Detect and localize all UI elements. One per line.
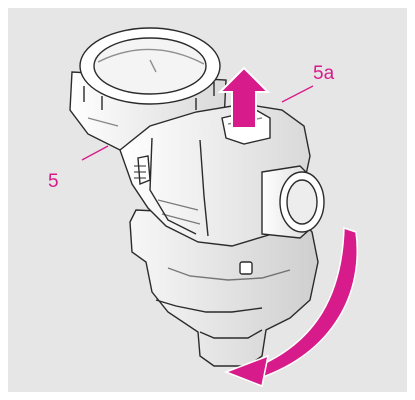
up-arrow-icon — [217, 66, 271, 129]
rotate-arrow-icon — [223, 226, 358, 388]
leader-line-5 — [81, 145, 109, 161]
leader-line-5a — [281, 85, 314, 103]
leader-lines — [81, 85, 314, 161]
outlet-nozzle — [261, 165, 325, 239]
label-part-5a: 5a — [313, 63, 335, 84]
label-part-5: 5 — [48, 171, 59, 192]
